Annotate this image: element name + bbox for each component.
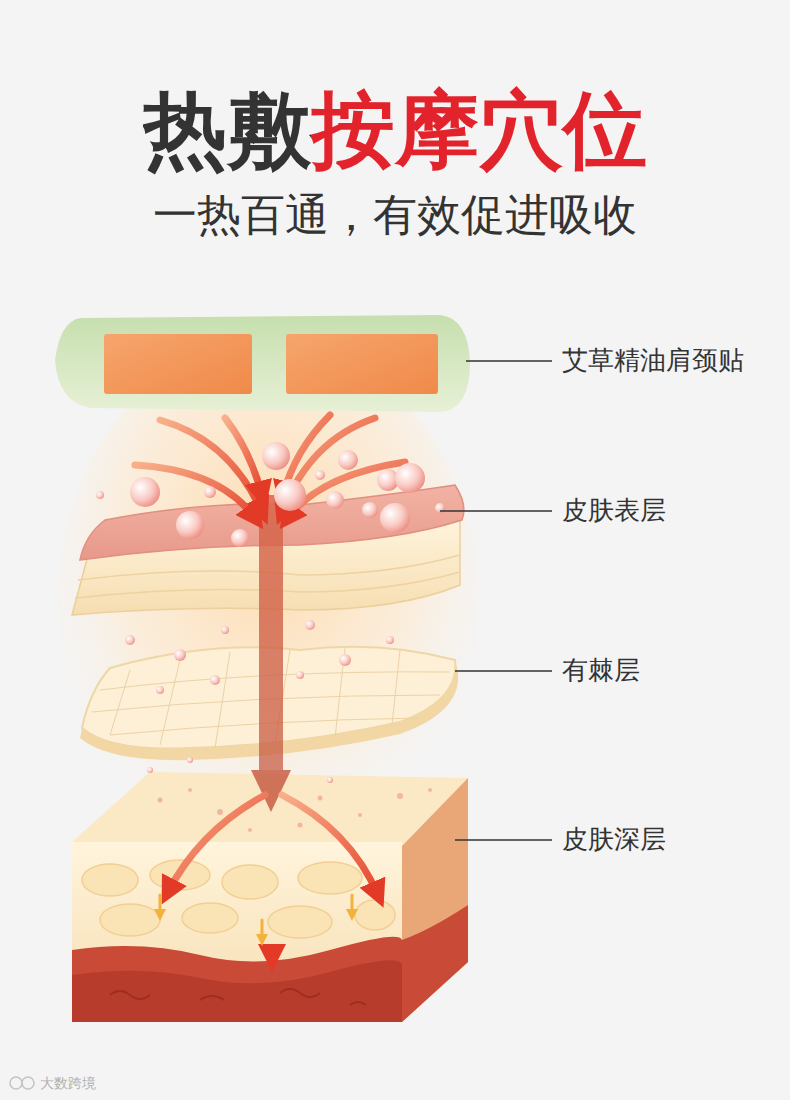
subtitle: 一热百通，有效促进吸收 (153, 190, 637, 241)
watermark: 大数跨境 (40, 1075, 96, 1091)
title: 热敷按摩穴位 (143, 82, 647, 179)
part-label: 艾草精油肩颈贴 (562, 346, 744, 376)
part-label: 皮肤深层 (562, 825, 666, 855)
part-label: 有棘层 (562, 656, 640, 686)
part-label: 皮肤表层 (562, 496, 666, 526)
